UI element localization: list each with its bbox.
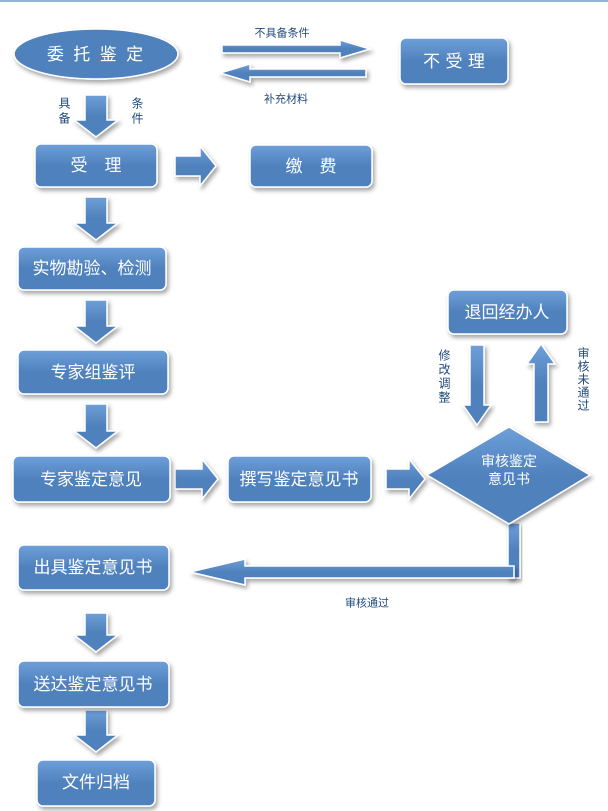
arrow-deliver-to-archive: [71, 709, 121, 753]
payment-label: 缴 费: [286, 157, 337, 177]
arrow-draft-to-review: [385, 456, 426, 502]
arrow-start-to-accept: [71, 94, 121, 138]
arrow-issue-to-deliver: [71, 612, 121, 653]
expert-opinion-label: 专家鉴定意见: [40, 470, 142, 490]
arrow-expert-review-to-opinion: [71, 403, 121, 449]
label-not-qualified: 不具备条件: [255, 26, 310, 40]
label-revise: 修改调整: [437, 349, 451, 405]
node-review-decision: 审核鉴定 意见书: [425, 426, 592, 525]
node-archive: 文件归档: [36, 759, 156, 807]
start-ellipse: [13, 28, 179, 80]
arrow-accept-to-inspection: [71, 196, 121, 241]
archive-box: [36, 759, 156, 807]
label-review-failed: 审核未通过: [576, 347, 590, 412]
review-label-line2: 意见书: [488, 471, 530, 488]
arrow-start-to-reject: [221, 38, 373, 60]
node-inspection: 实物勘验、检测: [17, 246, 167, 291]
arrow-accept-to-payment: [174, 143, 217, 189]
review-diamond: [425, 426, 592, 525]
issue-report-box: [17, 544, 170, 591]
node-expert-review: 专家组鉴评: [17, 349, 169, 395]
inspection-label: 实物勘验、检测: [33, 259, 152, 279]
node-expert-opinion: 专家鉴定意见: [12, 455, 171, 503]
node-return: 退回经办人: [447, 289, 568, 335]
label-supplement: 补充材料: [264, 92, 308, 106]
draft-report-box: [227, 455, 372, 503]
node-reject: 不 受 理: [399, 37, 509, 85]
return-box: [447, 289, 568, 335]
expert-review-label: 专家组鉴评: [51, 363, 136, 383]
draft-report-label: 撰写鉴定意见书: [240, 470, 359, 490]
label-qualified-left: 具备: [57, 97, 71, 127]
issue-report-label: 出具鉴定意见书: [34, 558, 153, 578]
archive-label: 文件归档: [62, 773, 130, 793]
arrow-opinion-to-draft: [174, 456, 219, 502]
node-draft-report: 撰写鉴定意见书: [227, 455, 372, 503]
node-deliver-report: 送达鉴定意见书: [17, 660, 170, 708]
accept-box: [34, 143, 158, 188]
top-rule: [0, 0, 608, 2]
node-accept: 受 理: [34, 143, 158, 188]
arrow-return-to-review: [461, 344, 493, 427]
arrow-review-to-issue: [189, 558, 515, 586]
arrow-reject-to-start: [217, 62, 367, 84]
accept-label: 受 理: [71, 156, 122, 176]
expert-review-box: [17, 349, 169, 395]
reject-label: 不 受 理: [423, 52, 485, 72]
reject-box: [399, 37, 509, 85]
deliver-report-box: [17, 660, 170, 708]
label-review-passed: 审核通过: [345, 596, 389, 610]
node-issue-report: 出具鉴定意见书: [17, 544, 170, 591]
label-qualified-right: 条件: [130, 97, 144, 127]
review-label-line1: 审核鉴定: [481, 454, 537, 470]
arrow-inspection-to-expert-review: [71, 299, 121, 344]
expert-opinion-box: [12, 455, 171, 503]
start-label: 委 托 鉴 定: [47, 45, 145, 65]
payment-box: [249, 144, 373, 188]
deliver-report-label: 送达鉴定意见书: [34, 675, 153, 695]
inspection-box: [17, 246, 167, 291]
arrow-review-to-return: [525, 342, 557, 423]
return-label: 退回经办人: [465, 303, 550, 323]
node-start: 委 托 鉴 定: [13, 28, 179, 80]
node-payment: 缴 费: [249, 144, 373, 188]
